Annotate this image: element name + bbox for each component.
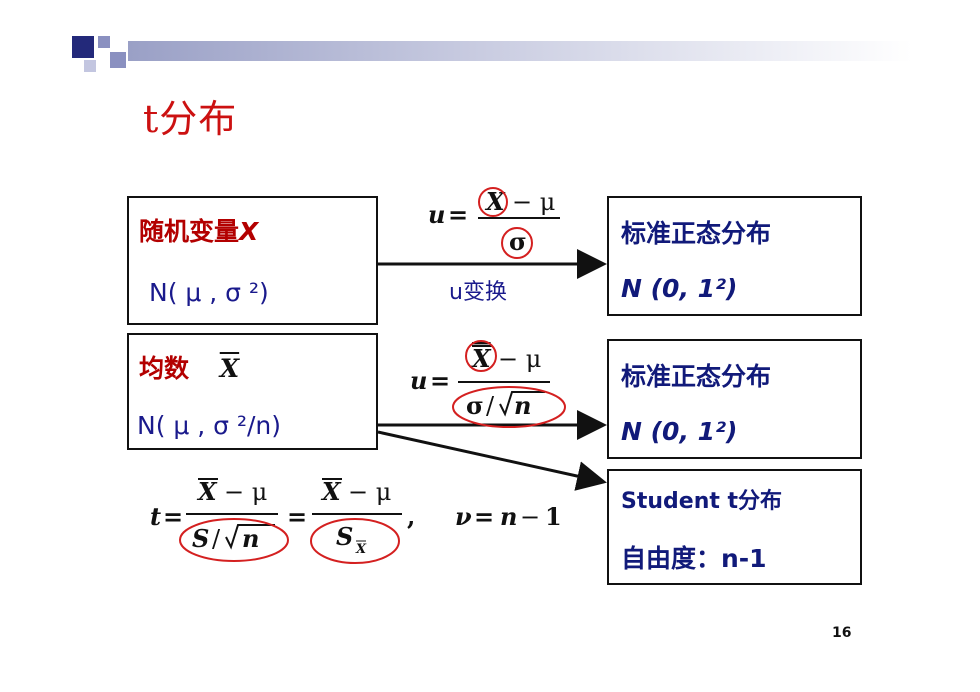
svg-text:σ: σ: [509, 227, 527, 256]
formula-u1: u = X − μ σ: [428, 187, 560, 256]
box1-var: X: [239, 217, 259, 246]
box5-dof: 自由度：n-1: [621, 544, 767, 573]
svg-text:/: /: [212, 525, 221, 553]
svg-text:u: u: [410, 366, 427, 395]
svg-text:− μ: − μ: [348, 478, 391, 506]
svg-text:=: =: [474, 502, 494, 531]
header-bar: [128, 41, 912, 61]
box4-label: 标准正态分布: [621, 362, 772, 391]
svg-text:X: X: [355, 542, 367, 557]
svg-text:− μ: − μ: [224, 478, 267, 506]
box-standard-normal-1: 标准正态分布 N (0, 1²): [607, 196, 862, 316]
header-square-4: [84, 60, 96, 72]
formula-u2: u = X − μ σ / n: [410, 344, 550, 420]
box4-dist: N (0, 1²): [621, 417, 738, 446]
svg-text:=: =: [448, 200, 468, 229]
svg-text:u: u: [428, 200, 445, 229]
box-standard-normal-2: 标准正态分布 N (0, 1²): [607, 339, 862, 459]
svg-text:,: ,: [407, 502, 415, 531]
header-square-2: [98, 36, 110, 48]
box-random-variable: 随机变量X N( μ , σ ²): [127, 196, 378, 325]
svg-text:S: S: [192, 524, 209, 553]
svg-text:=: =: [430, 366, 450, 395]
formula-t: t = X − μ S / n = X − μ S X , ν = n − 1: [150, 477, 562, 557]
box5-label: Student t分布: [621, 489, 783, 514]
svg-text:− μ: − μ: [512, 188, 555, 216]
svg-text:X: X: [196, 477, 218, 506]
header-square-3: [110, 52, 126, 68]
box1-dist: N( μ , σ ²): [149, 278, 269, 307]
svg-text:n: n: [500, 502, 517, 531]
svg-text:n: n: [242, 524, 259, 553]
svg-text:=: =: [163, 502, 183, 531]
svg-text:X: X: [320, 477, 342, 506]
svg-text:/: /: [486, 392, 495, 420]
box3-dist: N (0, 1²): [621, 274, 738, 303]
svg-text:X: X: [470, 344, 492, 373]
arrow-to-student-t: [377, 430, 607, 491]
svg-text:1: 1: [545, 502, 562, 531]
svg-text:S: S: [336, 522, 353, 551]
svg-text:n: n: [514, 391, 531, 420]
box1-label: 随机变量: [139, 217, 240, 246]
svg-text:σ: σ: [466, 391, 484, 420]
arrow1-caption: u变换: [449, 280, 507, 305]
svg-text:t: t: [150, 502, 161, 531]
svg-text:ν: ν: [455, 502, 472, 531]
page-number: 16: [832, 625, 852, 641]
box2-label: 均数: [139, 354, 190, 383]
header-square-1: [72, 36, 94, 58]
box3-label: 标准正态分布: [621, 219, 772, 248]
box-sample-mean: 均数 X N( μ , σ ²/n): [127, 333, 378, 450]
slide-title: t分布: [143, 97, 238, 141]
box-student-t: Student t分布 自由度：n-1: [607, 469, 862, 585]
box2-var: X: [219, 354, 240, 383]
box2-dist: N( μ , σ ²/n): [137, 411, 281, 440]
svg-text:=: =: [287, 502, 307, 531]
svg-text:− μ: − μ: [498, 345, 541, 373]
svg-text:−: −: [520, 503, 540, 531]
svg-text:X: X: [484, 187, 506, 216]
